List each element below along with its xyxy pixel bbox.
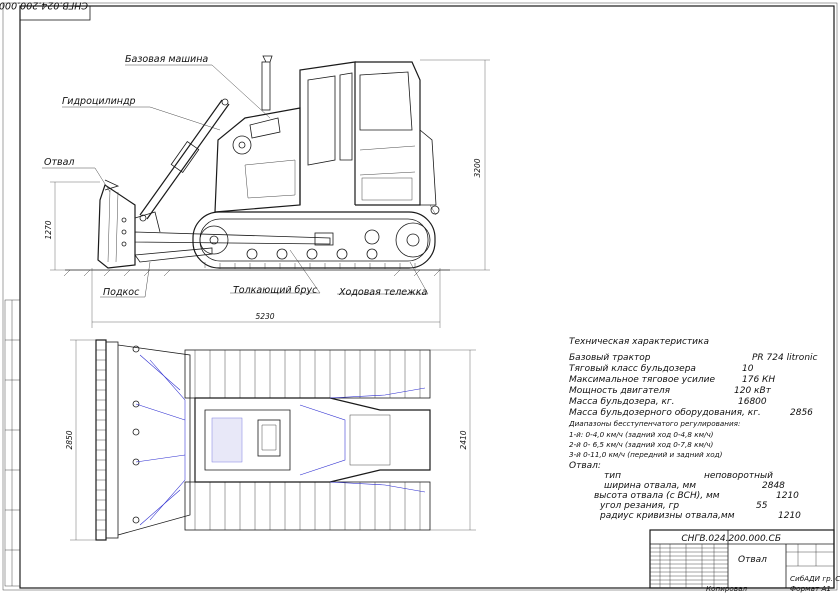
label-push-beam: Толкающий брус xyxy=(233,285,318,296)
title-block-code: СНГВ.024.200.000.СБ xyxy=(681,534,781,544)
dim-width: 2850 xyxy=(65,430,74,449)
blade-value-0: неповоротный xyxy=(704,471,773,481)
track-assembly xyxy=(192,211,436,269)
blade-label-2: высота отвала (с ВСН), мм xyxy=(594,491,720,501)
side-view-dimensions xyxy=(50,59,490,328)
spec-value-2: 176 КН xyxy=(742,375,775,385)
copied-label: Копировал xyxy=(706,584,747,593)
spec-value-4: 16800 xyxy=(738,397,767,407)
blade-label-1: ширина отвала, мм xyxy=(604,481,696,491)
title-block: СНГВ.024.200.000.СБ Отвал СибАДИ гр. СНГ… xyxy=(649,529,840,589)
top-stamp: СНГВ.024.200.000.СБ xyxy=(0,0,91,21)
blade-title: Отвал: xyxy=(569,461,601,471)
format-label: Формат A1 xyxy=(790,584,831,593)
range-1: 2-й 0- 6,5 км/ч (задний ход 0-7,8 км/ч) xyxy=(569,440,714,449)
top-view-dimensions xyxy=(70,339,476,541)
spec-value-1: 10 xyxy=(742,364,754,374)
range-0: 1-й: 0-4,0 км/ч (задний ход 0-4,8 км/ч) xyxy=(569,430,714,439)
label-blade: Отвал xyxy=(44,157,75,168)
side-view: Базовая машина Гидроцилиндр Отвал Подкос… xyxy=(42,54,490,328)
specs-title: Техническая характеристика xyxy=(569,337,709,347)
title-block-org: СибАДИ гр. СНГб-11Т1 xyxy=(790,574,840,583)
dim-height: 3200 xyxy=(473,158,482,177)
spec-label-4: Масса бульдозера, кг. xyxy=(569,397,675,407)
label-hydrocylinder: Гидроцилиндр xyxy=(62,96,136,107)
label-undercarriage: Ходовая тележка xyxy=(338,287,427,298)
top-stamp-code: СНГВ.024.200.000.СБ xyxy=(0,0,88,11)
top-view: 2850 2410 xyxy=(65,339,476,541)
dim-blade-height: 1270 xyxy=(44,220,53,239)
blade-label-4: радиус кривизны отвала,мм xyxy=(599,511,735,521)
blade-label-3: угол резания, гр xyxy=(599,501,679,511)
dim-length: 5230 xyxy=(255,312,274,321)
spec-value-3: 120 кВт xyxy=(734,386,772,396)
spec-value-0: PR 724 litronic xyxy=(752,353,818,363)
blade-value-1: 2848 xyxy=(762,481,785,491)
inner-frame xyxy=(19,5,835,589)
spec-label-5: Масса бульдозерного оборудования, кг. xyxy=(569,408,761,418)
dim-track-width: 2410 xyxy=(459,430,468,449)
left-margin-strip xyxy=(4,299,21,587)
spec-label-1: Тяговый класс бульдозера xyxy=(569,364,696,374)
spec-label-0: Базовый трактор xyxy=(569,353,651,363)
range-2: 3-й 0-11,0 км/ч (передний и задний ход) xyxy=(569,450,723,459)
blade-value-4: 1210 xyxy=(778,511,801,521)
blade-label-0: тип xyxy=(604,471,621,481)
leader-lines xyxy=(42,64,429,298)
label-brace: Подкос xyxy=(103,287,140,298)
blade-assembly xyxy=(97,98,334,269)
spec-label-3: Мощность двигателя xyxy=(569,386,671,396)
blade-value-2: 1210 xyxy=(776,491,799,501)
tractor-body xyxy=(214,55,440,216)
spec-value-5: 2856 xyxy=(790,408,813,418)
ranges-title: Диапазоны бесступенчатого регулирования: xyxy=(568,419,740,428)
blade-value-3: 55 xyxy=(756,501,768,511)
title-block-title: Отвал xyxy=(738,555,767,565)
label-base-machine: Базовая машина xyxy=(125,54,208,65)
spec-label-2: Максимальное тяговое усилие xyxy=(569,375,715,385)
specifications: Техническая характеристика Базовый тракт… xyxy=(568,337,818,521)
